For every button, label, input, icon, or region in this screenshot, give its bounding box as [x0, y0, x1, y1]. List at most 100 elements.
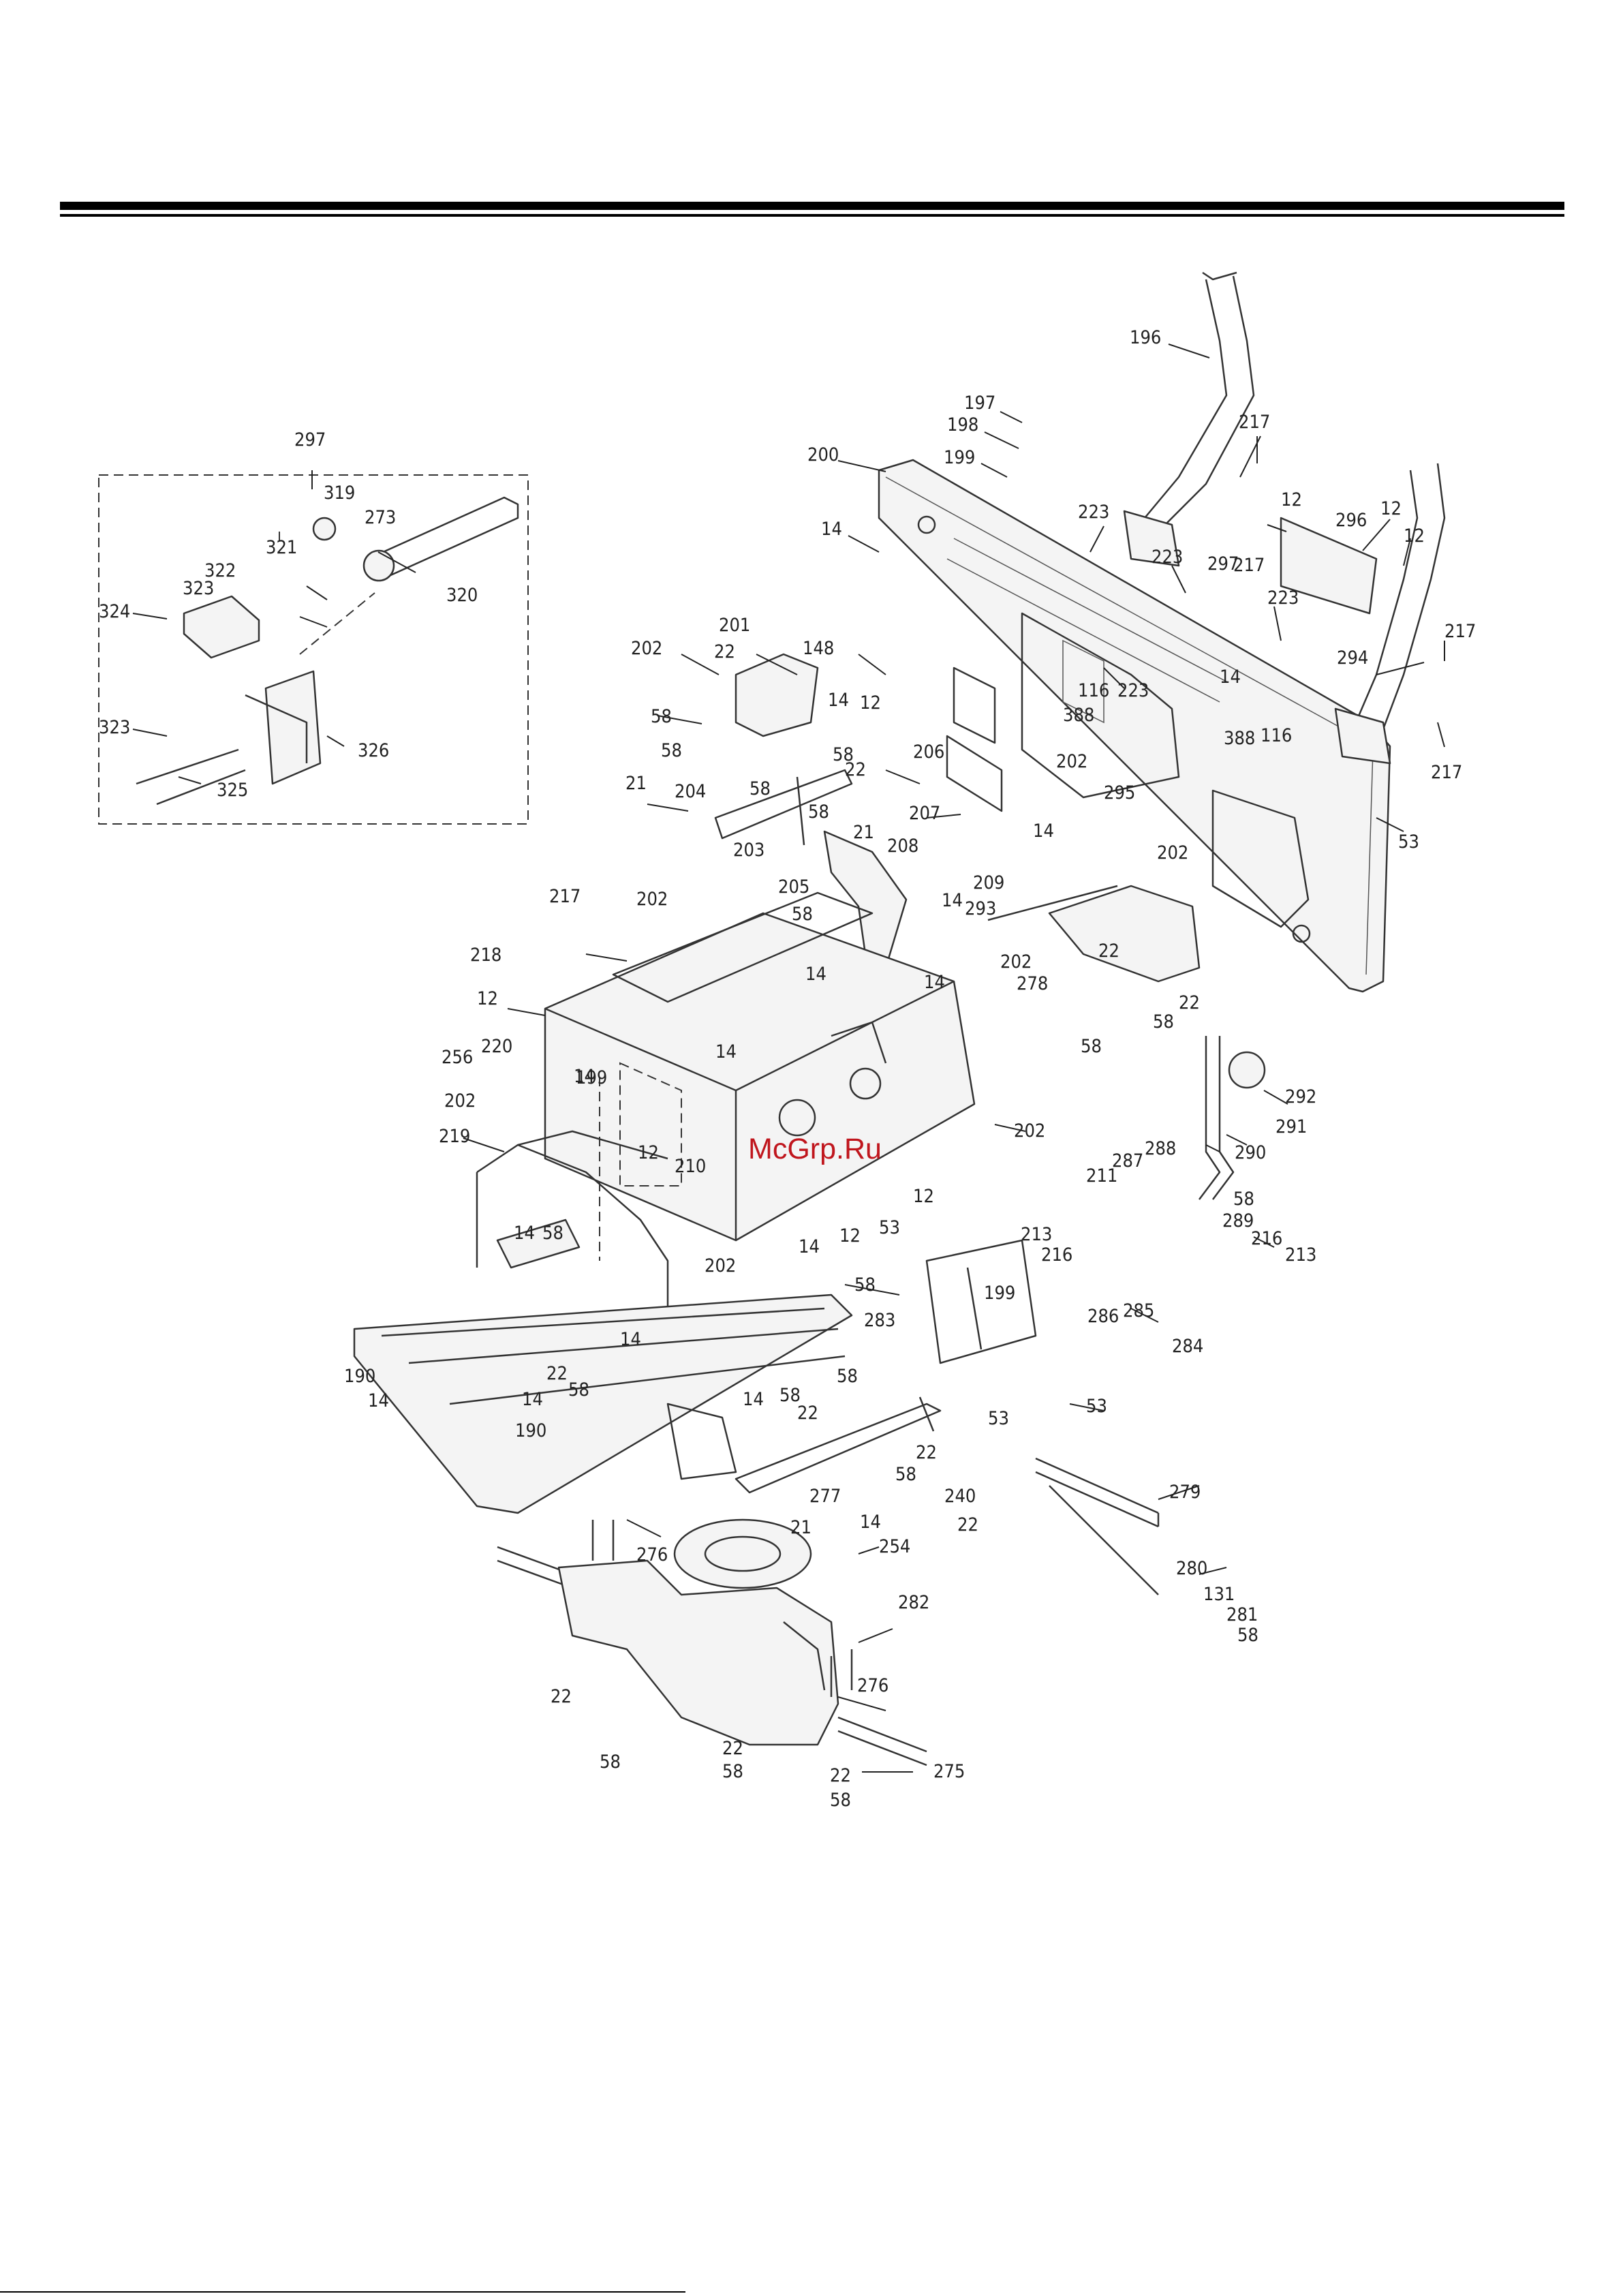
callout-58: 58: [651, 706, 672, 727]
callout-203: 203: [733, 840, 764, 861]
callout-217: 217: [1431, 762, 1462, 783]
handlebar-part: [1123, 271, 1255, 567]
callout-22: 22: [797, 1403, 818, 1424]
callout-14: 14: [821, 519, 842, 540]
callout-14: 14: [522, 1389, 543, 1410]
callout-216: 216: [1041, 1244, 1072, 1266]
callout-207: 207: [909, 803, 940, 824]
callout-202: 202: [1056, 751, 1087, 772]
callout-280: 280: [1176, 1558, 1207, 1579]
callout-209: 209: [973, 872, 1004, 893]
callout-202: 202: [1000, 951, 1032, 973]
callout-210: 210: [675, 1156, 706, 1177]
callout-277: 277: [809, 1486, 841, 1507]
callout-217: 217: [549, 886, 581, 907]
callout-14: 14: [368, 1390, 389, 1411]
shift-lever-part: [1199, 1036, 1266, 1200]
callout-14: 14: [715, 1041, 737, 1062]
callout-276: 276: [636, 1544, 668, 1565]
callout-283: 283: [864, 1310, 895, 1331]
callout-323: 323: [183, 578, 214, 599]
callout-12: 12: [477, 988, 498, 1009]
callout-254: 254: [879, 1536, 910, 1557]
callout-388: 388: [1063, 705, 1094, 726]
callout-190: 190: [515, 1420, 546, 1441]
callout-388: 388: [1224, 728, 1255, 749]
callout-282: 282: [898, 1592, 929, 1613]
callout-14: 14: [942, 890, 963, 911]
callout-22: 22: [916, 1442, 937, 1463]
callout-275: 275: [933, 1761, 965, 1782]
callout-53: 53: [879, 1217, 900, 1238]
callout-206: 206: [913, 741, 944, 763]
callout-12: 12: [1281, 489, 1302, 510]
callout-284: 284: [1172, 1336, 1203, 1357]
callout-14: 14: [924, 972, 945, 993]
callout-58: 58: [1153, 1011, 1174, 1032]
callout-131: 131: [1203, 1584, 1235, 1605]
callout-21: 21: [853, 822, 874, 843]
callout-14: 14: [828, 690, 849, 711]
inset-parts: [136, 496, 519, 806]
callout-58: 58: [830, 1790, 851, 1811]
callout-22: 22: [845, 759, 866, 780]
callout-297: 297: [1207, 553, 1239, 575]
callout-14: 14: [574, 1066, 595, 1087]
callout-58: 58: [808, 801, 829, 823]
watermark-text: McGrp.Ru: [748, 1133, 882, 1165]
callout-213: 213: [1021, 1224, 1052, 1245]
callout-276: 276: [857, 1675, 888, 1696]
callout-204: 204: [675, 781, 706, 802]
callout-200: 200: [807, 444, 839, 465]
callout-58: 58: [837, 1366, 858, 1387]
callout-199: 199: [576, 1067, 607, 1088]
callout-14: 14: [799, 1236, 820, 1257]
callout-22: 22: [1098, 940, 1119, 962]
callout-12: 12: [638, 1142, 659, 1163]
callout-58: 58: [833, 744, 854, 765]
callout-202: 202: [1014, 1120, 1045, 1142]
callout-324: 324: [99, 601, 130, 622]
callout-12: 12: [1380, 498, 1402, 519]
callout-14: 14: [860, 1512, 881, 1533]
main-frame-part: [353, 1239, 1037, 1514]
callout-58: 58: [1233, 1189, 1254, 1210]
callout-319: 319: [324, 483, 355, 504]
callout-297: 297: [294, 429, 326, 450]
pedal-rod-part: [1035, 1457, 1160, 1595]
callout-292: 292: [1285, 1086, 1316, 1107]
callout-217: 217: [1233, 555, 1265, 576]
callout-326: 326: [358, 740, 389, 761]
callout-273: 273: [365, 507, 396, 528]
callout-58: 58: [1081, 1036, 1102, 1057]
callout-21: 21: [790, 1517, 812, 1538]
callout-220: 220: [481, 1036, 512, 1057]
callout-278: 278: [1017, 973, 1048, 994]
callout-286: 286: [1087, 1306, 1119, 1327]
callout-14: 14: [805, 964, 826, 985]
callout-196: 196: [1130, 327, 1161, 348]
callout-287: 287: [1112, 1150, 1143, 1172]
callout-14: 14: [620, 1329, 641, 1350]
callout-293: 293: [965, 898, 996, 919]
inset-box-297: [98, 474, 529, 825]
callout-58: 58: [854, 1274, 876, 1296]
callout-208: 208: [887, 836, 918, 857]
callout-201: 201: [719, 615, 750, 636]
callout-21: 21: [625, 773, 647, 794]
callout-290: 290: [1235, 1142, 1266, 1163]
callout-202: 202: [636, 889, 668, 910]
callout-223: 223: [1267, 587, 1299, 609]
callout-58: 58: [568, 1379, 589, 1400]
callout-213: 213: [1285, 1244, 1316, 1266]
callout-218: 218: [470, 945, 501, 966]
callout-58: 58: [722, 1761, 743, 1782]
callout-256: 256: [442, 1047, 473, 1068]
callout-217: 217: [1444, 621, 1476, 642]
footer-rule: [0, 2291, 685, 2293]
callout-53: 53: [988, 1408, 1009, 1429]
callout-295: 295: [1104, 782, 1135, 803]
callout-labels: 196 197 198 199 200 14 217 223 223 12 29…: [99, 327, 1476, 1811]
callout-211: 211: [1086, 1165, 1117, 1187]
